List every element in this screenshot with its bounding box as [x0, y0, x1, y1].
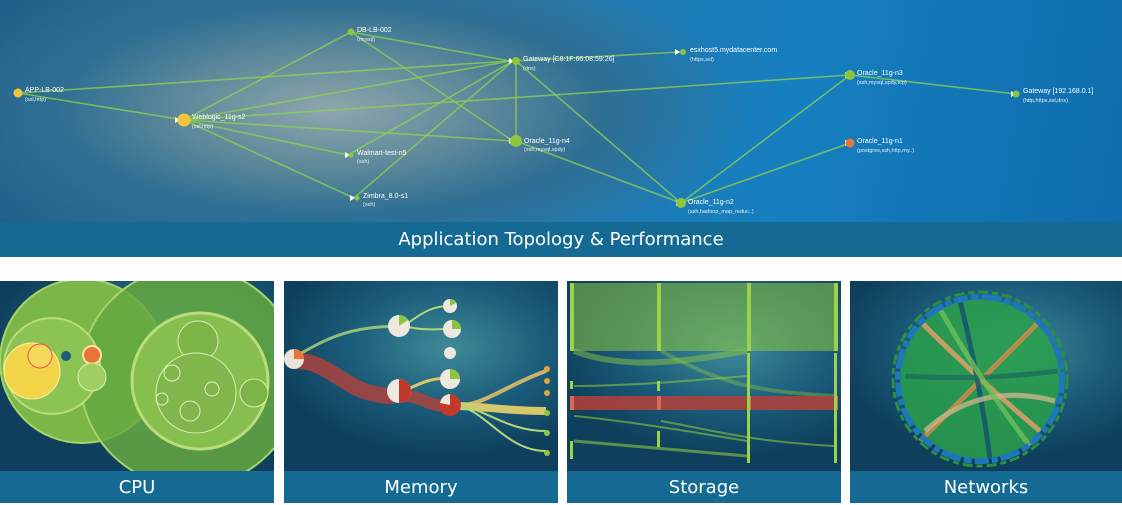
svg-text:Weblogic_11g-s2: Weblogic_11g-s2	[192, 114, 246, 121]
edge	[183, 74, 851, 121]
svg-text:Oracle_11g-n2: Oracle_11g-n2	[688, 199, 734, 206]
svg-text:Zimbra_8.0-s1: Zimbra_8.0-s1	[363, 193, 408, 200]
edge	[347, 60, 514, 156]
topology-caption: Application Topology & Performance	[0, 222, 1122, 257]
svg-text:(http,https,ssl,dns): (http,https,ssl,dns)	[1023, 98, 1068, 104]
edge	[515, 140, 682, 204]
edge	[680, 142, 851, 204]
divider	[0, 257, 1122, 281]
topology-node[interactable]: Gateway [192.168.0.1] (http,https,ssl,dn…	[1012, 88, 1094, 104]
edge	[183, 119, 355, 199]
edge	[183, 31, 352, 121]
edge	[680, 74, 851, 204]
svg-text:(postgres,ssh,http,my..): (postgres,ssh,http,my..)	[857, 148, 914, 154]
topology-node[interactable]: Weblogic_11g-s2 (ssl,http)	[177, 113, 246, 131]
edge	[849, 74, 1017, 95]
topology-graph: APP-LB-002 (ssl,http) DB-LB-002 (mysql) …	[13, 27, 1094, 215]
memory-caption: Memory	[284, 471, 558, 503]
topology-node[interactable]: Zimbra_8.0-s1 (ssh)	[354, 193, 409, 208]
svg-text:(ssh,mysql,spdy): (ssh,mysql,spdy)	[524, 147, 565, 153]
edge	[515, 60, 682, 204]
edge	[353, 60, 514, 199]
memory-panel[interactable]	[284, 281, 558, 471]
svg-text:DB-LB-002: DB-LB-002	[357, 27, 392, 34]
cpu-panel[interactable]	[0, 281, 274, 471]
edge	[183, 60, 511, 121]
svg-text:(ssh): (ssh)	[357, 159, 369, 165]
svg-text:Oracle_11g-n4: Oracle_11g-n4	[524, 138, 570, 145]
svg-text:(ssh): (ssh)	[363, 202, 375, 208]
network-chord-chart	[891, 290, 1069, 468]
topology-node[interactable]: Gateway [C8:1F:66:08:59:26] (dns)	[512, 56, 614, 72]
edge	[17, 92, 185, 121]
topology-node[interactable]: Oracle_11g-n1 (postgres,ssh,http,my..)	[845, 138, 915, 154]
svg-text:esxhost5.mydatacenter.com: esxhost5.mydatacenter.com	[690, 47, 777, 54]
edge	[350, 31, 514, 142]
svg-text:Walmart-test-n5: Walmart-test-n5	[357, 150, 407, 157]
topology-node[interactable]: DB-LB-002 (mysql)	[347, 27, 392, 43]
svg-text:(ssl,http): (ssl,http)	[25, 97, 46, 103]
storage-flow-chart	[570, 283, 838, 463]
storage-caption: Storage	[567, 471, 841, 503]
topology-node[interactable]: Oracle_11g-n3 (ssh,mysql,spdy,tcp)	[845, 70, 907, 86]
topology-node[interactable]: Oracle_11g-n2 (ssh,hadoop_map_reduc..)	[676, 198, 754, 215]
svg-text:(ssl,http): (ssl,http)	[192, 124, 213, 130]
topology-node[interactable]: esxhost5.mydatacenter.com (https,ssl)	[680, 47, 777, 63]
svg-text:Oracle_11g-n3: Oracle_11g-n3	[857, 70, 903, 77]
storage-panel[interactable]	[567, 281, 841, 471]
topology-edges	[17, 31, 1017, 204]
svg-text:(ssh,hadoop_map_reduc..): (ssh,hadoop_map_reduc..)	[688, 209, 754, 215]
memory-sankey-chart	[284, 299, 550, 456]
svg-text:(mysql): (mysql)	[357, 37, 375, 43]
topology-node[interactable]: APP-LB-002 (ssl,http)	[13, 87, 65, 103]
svg-text:(ssh,mysql,spdy,tcp): (ssh,mysql,spdy,tcp)	[857, 80, 907, 86]
svg-text:Gateway [192.168.0.1]: Gateway [192.168.0.1]	[1023, 88, 1093, 95]
topology-view[interactable]: APP-LB-002 (ssl,http) DB-LB-002 (mysql) …	[0, 0, 1122, 222]
cpu-caption: CPU	[0, 471, 274, 503]
edge	[183, 119, 514, 142]
edge	[350, 31, 511, 62]
svg-text:APP-LB-002: APP-LB-002	[25, 87, 64, 94]
svg-text:(https,ssl): (https,ssl)	[690, 57, 714, 63]
svg-text:(dns): (dns)	[523, 66, 536, 72]
edge	[515, 51, 681, 62]
topology-node[interactable]: Walmart-test-n5 (ssh)	[348, 150, 407, 165]
edge	[183, 119, 349, 156]
topology-node[interactable]: Oracle_11g-n4 (ssh,mysql,spdy)	[510, 135, 570, 153]
networks-caption: Networks	[850, 471, 1122, 503]
networks-panel[interactable]	[850, 281, 1122, 471]
cpu-bubble-chart	[0, 281, 274, 471]
svg-text:Oracle_11g-n1: Oracle_11g-n1	[857, 138, 903, 145]
svg-text:Gateway [C8:1F:66:08:59:26]: Gateway [C8:1F:66:08:59:26]	[523, 56, 614, 63]
